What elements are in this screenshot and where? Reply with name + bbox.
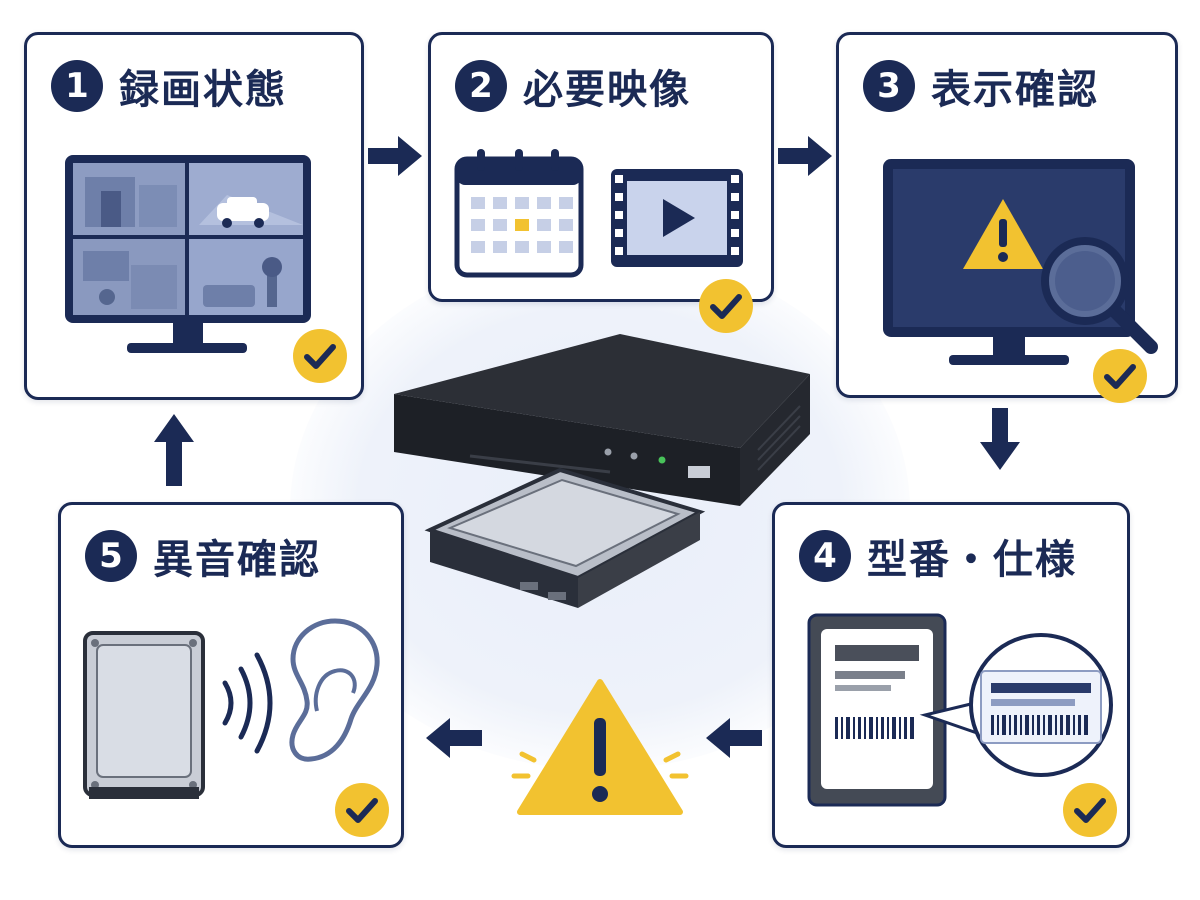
check-badge-icon: [699, 279, 753, 333]
hdd-label-icon: [807, 613, 947, 807]
check-badge-icon: [1063, 783, 1117, 837]
step-number-1: 1: [51, 60, 103, 112]
check-badge-icon: [1093, 349, 1147, 403]
step-title-5: 異音確認: [153, 537, 321, 583]
ear-icon: [289, 618, 380, 762]
step-card-4: 4 型番・仕様: [772, 502, 1130, 848]
step-card-1: 1 録画状態: [24, 32, 364, 400]
hdd-icon: [424, 467, 706, 608]
video-play-icon: [611, 169, 743, 267]
step-title-1: 録画状態: [119, 67, 287, 113]
arrow-up-icon: [154, 414, 194, 486]
calendar-icon: [454, 149, 584, 278]
check-badge-icon: [335, 783, 389, 837]
step-card-3: 3 表示確認: [836, 32, 1178, 398]
arrow-down-icon: [980, 408, 1020, 470]
recorder-icon: [394, 334, 810, 506]
step-number-2: 2: [455, 60, 507, 112]
step-number-3: 3: [863, 60, 915, 112]
sound-waves-icon: [222, 652, 273, 754]
monitor-camera-grid-icon: [65, 155, 311, 353]
magnifier-icon: [1041, 237, 1158, 354]
warning-triangle-icon: [511, 679, 689, 815]
step-number-5: 5: [85, 530, 137, 582]
arrow-left-icon: [426, 718, 482, 758]
step-title-4: 型番・仕様: [867, 537, 1077, 583]
step-number-4: 4: [799, 530, 851, 582]
step-card-2: 2 必要映像: [428, 32, 774, 302]
arrow-right-icon: [778, 136, 832, 176]
hdd-icon: [83, 631, 205, 799]
label-callout-icon: [919, 633, 1113, 777]
arrow-left-icon: [706, 718, 762, 758]
check-badge-icon: [293, 329, 347, 383]
step-title-2: 必要映像: [523, 67, 691, 113]
arrow-right-icon: [368, 136, 422, 176]
step-title-3: 表示確認: [931, 67, 1099, 113]
